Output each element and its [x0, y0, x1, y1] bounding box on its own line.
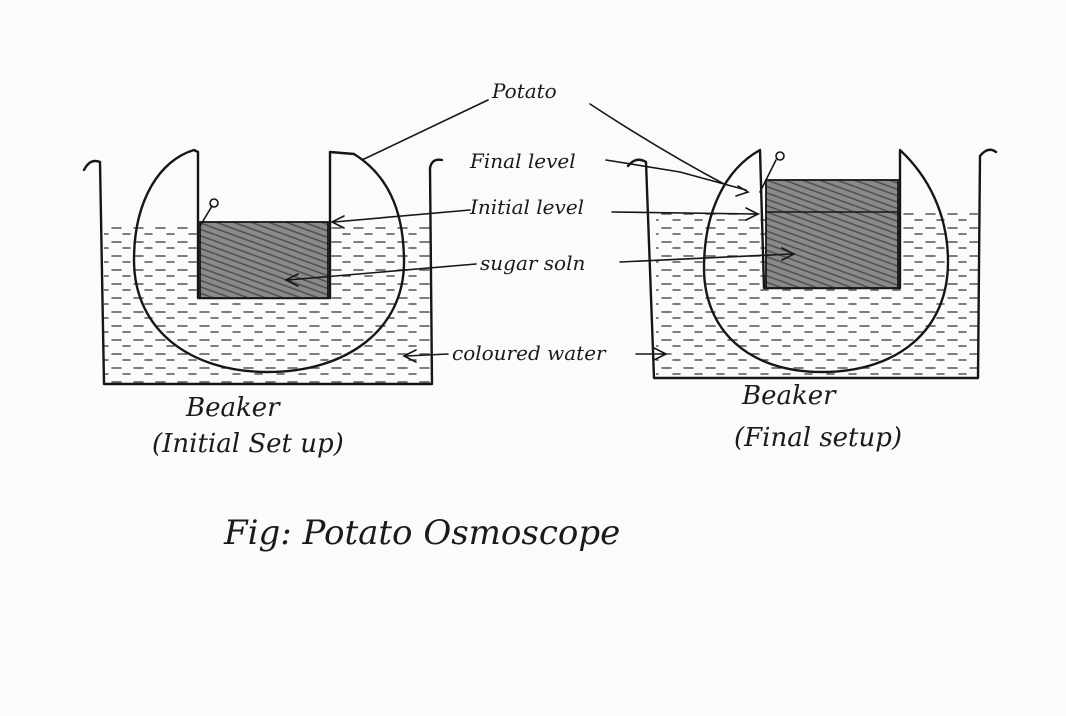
left-beaker [82, 158, 444, 386]
label-coloured-water: coloured water [452, 341, 607, 365]
caption-left-subtitle: (Initial Set up) [152, 429, 344, 459]
label-initial-level: Initial level [469, 195, 584, 219]
figure-title: Fig: Potato Osmoscope [223, 513, 620, 553]
left-potato [132, 148, 406, 374]
caption-right-subtitle: (Final setup) [734, 423, 902, 453]
label-final-level: Final level [469, 149, 576, 173]
label-sugar-soln: sugar soln [480, 251, 585, 275]
right-beaker-wall [626, 148, 998, 380]
caption-right-title: Beaker [741, 381, 837, 411]
right-potato [702, 148, 950, 374]
left-pin-icon [199, 198, 219, 227]
label-pointers [284, 99, 796, 363]
label-potato: Potato [491, 79, 557, 103]
left-sugar-solution [199, 221, 329, 299]
right-sugar-solution [765, 179, 899, 289]
caption-left-title: Beaker [185, 393, 281, 423]
right-pin-icon [759, 151, 785, 193]
left-coloured-water [104, 222, 432, 384]
left-beaker-wall [82, 158, 444, 386]
